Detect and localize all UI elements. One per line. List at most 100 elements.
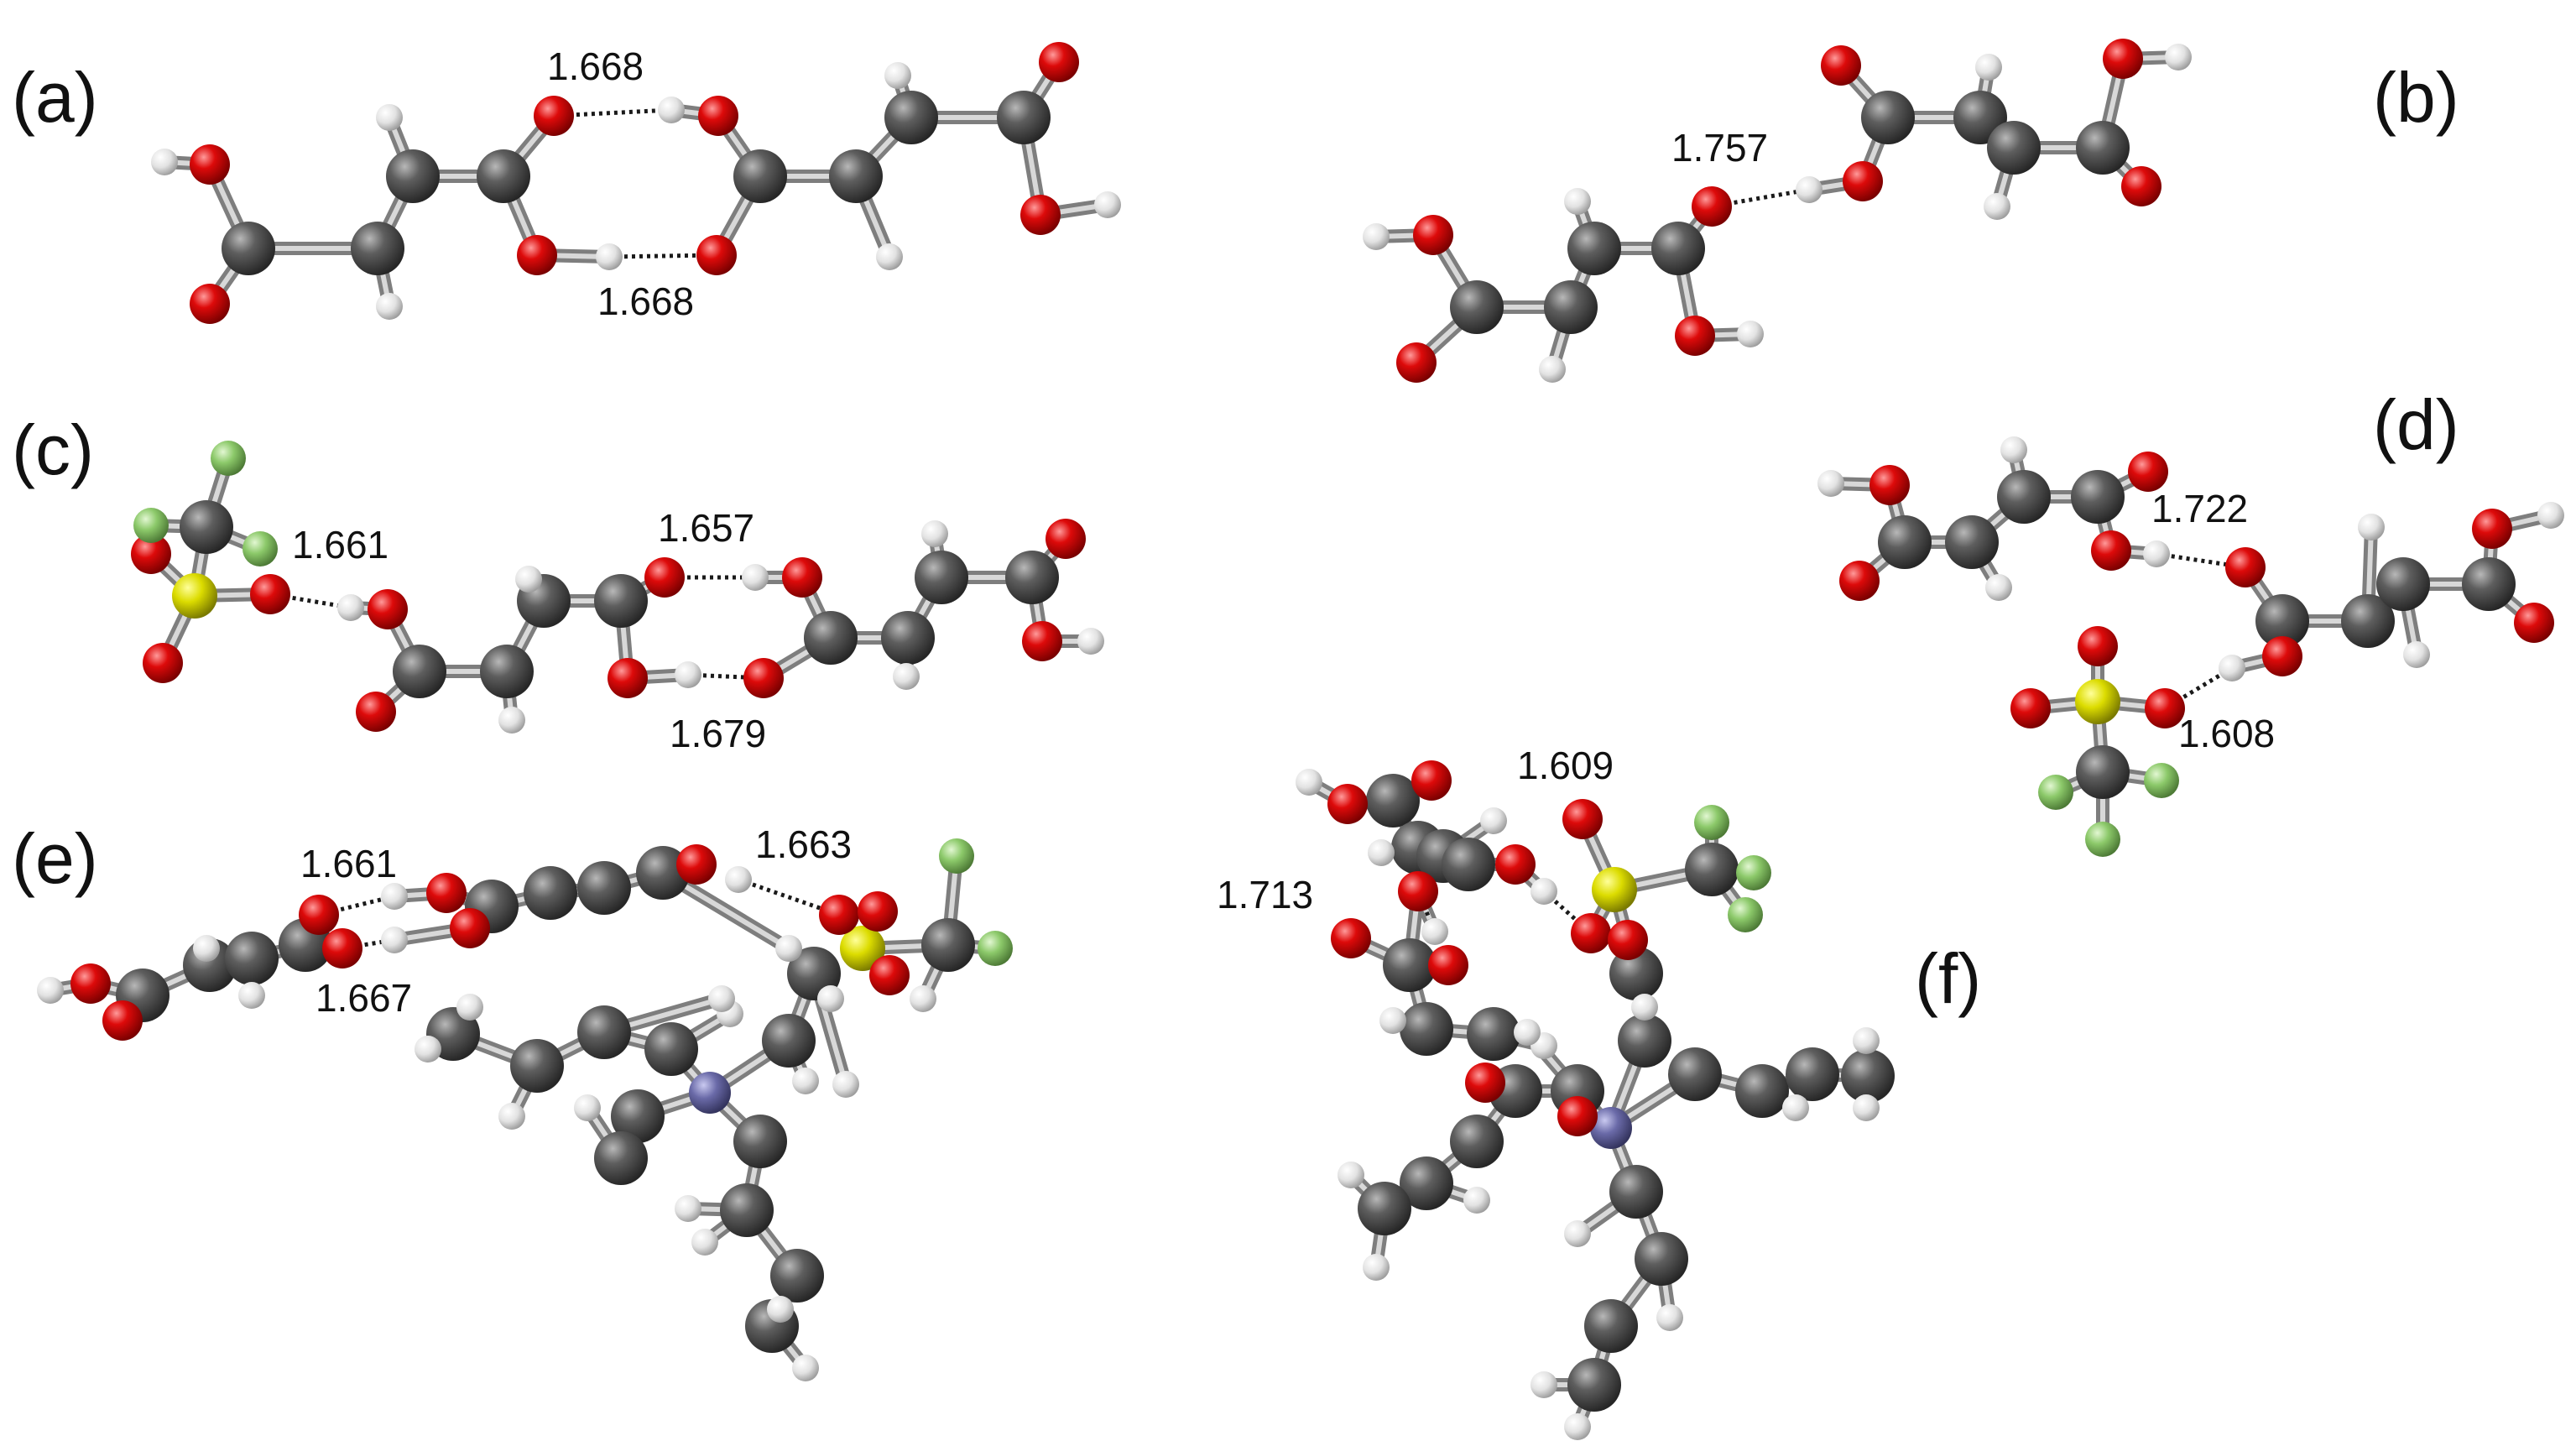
carbon-atom (577, 1005, 631, 1059)
carbon-atom (1735, 1064, 1789, 1118)
hydrogen-atom (2000, 436, 2027, 463)
oxygen-atom (1039, 42, 1079, 82)
oxygen-atom (517, 235, 557, 275)
nitrogen-atom (689, 1072, 731, 1114)
hbond-distance-c-bottom: 1.679 (670, 712, 766, 755)
hydrogen-atom (708, 985, 735, 1012)
oxygen-atom (858, 891, 898, 932)
nitrogen-atom (1590, 1107, 1632, 1149)
hydrogen-atom (1817, 470, 1844, 497)
fluorine-atom (242, 531, 278, 566)
panel-label-b: (b) (2373, 58, 2459, 137)
sulfur-atom (840, 926, 885, 971)
hydrogen-atom (193, 935, 220, 962)
hydrogen-atom (1463, 1187, 1490, 1214)
oxygen-atom (1413, 215, 1453, 255)
oxygen-atom (1020, 195, 1061, 235)
carbon-atom (762, 1014, 816, 1068)
carbon-atom (1467, 1007, 1520, 1061)
carbon-atom (720, 1183, 774, 1237)
oxygen-atom (1608, 920, 1648, 960)
hydrogen-atom (376, 104, 403, 131)
hbond-distance-a-top: 1.668 (547, 44, 644, 88)
hydrogen-atom (37, 977, 64, 1004)
hydrogen-atom (767, 1296, 794, 1323)
oxygen-atom (869, 955, 910, 995)
fluorine-atom (978, 931, 1013, 966)
hydrogen-atom (1296, 769, 1322, 796)
molecule-panel-a (151, 42, 1121, 324)
carbon-atom (1609, 947, 1663, 1000)
carbon-atom (1668, 1047, 1722, 1101)
hydrogen-atom (2358, 514, 2385, 540)
oxygen-atom (1331, 918, 1371, 958)
hydrogen-atom (574, 1094, 601, 1121)
oxygen-atom (368, 589, 408, 629)
carbon-atom (1400, 1002, 1453, 1056)
oxygen-atom (2091, 530, 2131, 571)
fluorine-atom (939, 838, 974, 874)
hydrogen-atom (515, 566, 542, 593)
carbon-atom (921, 918, 975, 972)
fluorine-atom (2038, 775, 2073, 810)
sulfur-atom (172, 573, 217, 619)
hydrogen-atom (921, 520, 948, 547)
hydrogen-atom (742, 564, 769, 591)
carbon-atom (594, 1131, 648, 1185)
fluorine-atom (1694, 805, 1729, 840)
molecule-panel-e (37, 838, 1013, 1381)
hydrogen-atom (1338, 1162, 1364, 1188)
hydrogen-atom (1564, 1220, 1591, 1247)
carbon-atom (386, 149, 440, 203)
hydrogen-bond-dotted-line (318, 894, 395, 917)
hydrogen-atom (1530, 1371, 1557, 1398)
carbon-atom (1567, 222, 1621, 275)
oxygen-atom (102, 1000, 143, 1041)
hydrogen-atom (675, 661, 701, 688)
carbon-atom (1945, 515, 1999, 569)
carbon-atom (2076, 745, 2130, 799)
carbon-atom (829, 149, 883, 203)
oxygen-atom (2121, 166, 2161, 206)
oxygen-atom (190, 144, 230, 185)
hbond-distance-c-triflate: 1.661 (292, 523, 388, 566)
carbon-atom (594, 574, 648, 628)
hydrogen-atom (2165, 44, 2192, 70)
fluorine-atom (133, 508, 169, 543)
molecule-panel-f (1296, 760, 1895, 1440)
carbon-atom (480, 645, 534, 698)
fluorine-atom (2085, 822, 2120, 857)
molecule-panel-b (1363, 39, 2192, 383)
hydrogen-atom (1564, 188, 1591, 215)
hydrogen-atom (893, 663, 920, 690)
hydrogen-bond-dotted-line (608, 253, 717, 259)
oxygen-atom (2103, 39, 2143, 79)
carbon-atom (1685, 843, 1739, 896)
carbon-atom (1878, 515, 1932, 569)
carbon-atom (1987, 121, 2041, 175)
fluorine-atom (1728, 897, 1763, 932)
hydrogen-atom (1737, 321, 1764, 347)
hydrogen-atom (1631, 994, 1658, 1021)
oxygen-atom (696, 235, 737, 275)
carbon-atom (636, 846, 690, 900)
hydrogen-atom (884, 62, 911, 89)
oxygen-atom (782, 557, 822, 598)
carbon-atom (1450, 280, 1504, 334)
oxygen-atom (1465, 1062, 1505, 1103)
oxygen-atom (2514, 603, 2554, 643)
hydrogen-atom (1796, 176, 1822, 203)
oxygen-atom (1428, 945, 1468, 985)
carbon-atom (1442, 838, 1495, 891)
carbon-atom (1861, 91, 1915, 144)
hydrogen-atom (910, 985, 936, 1012)
carbon-atom (733, 149, 787, 203)
oxygen-atom (322, 928, 362, 968)
oxygen-atom (70, 963, 111, 1004)
oxygen-atom (1675, 316, 1715, 356)
oxygen-atom (1562, 799, 1603, 839)
carbon-atom (644, 1022, 698, 1076)
oxygen-atom (676, 844, 717, 885)
molecule-panel-d (1817, 436, 2564, 857)
carbon-atom (225, 932, 279, 985)
